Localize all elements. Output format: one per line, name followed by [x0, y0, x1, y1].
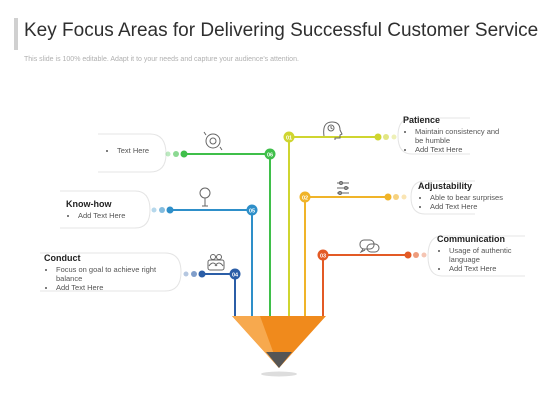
card-patience: Patience Maintain consistency and be hum…: [403, 115, 503, 154]
connector-line-06: [184, 153, 271, 316]
card-conduct: Conduct Focus on goal to achieve right b…: [44, 253, 169, 292]
team-icon: [207, 254, 225, 271]
badge-03: 03: [317, 249, 329, 261]
know-how-title: Know-how: [66, 199, 112, 209]
sliders-icon: [337, 181, 349, 195]
conduct-bullet-2: Add Text Here: [56, 283, 169, 292]
card-outline-adjustability: [410, 180, 475, 215]
patience-title: Patience: [403, 115, 441, 125]
connector-line-05: [170, 209, 253, 316]
adjustability-title: Adjustability: [418, 181, 473, 191]
conduct-title: Conduct: [44, 253, 81, 263]
dots-05: [151, 206, 174, 214]
patience-bullet-2: Add Text Here: [415, 145, 503, 154]
conduct-bullet-1: Focus on goal to achieve right balance: [56, 265, 169, 283]
adjustability-bullet-1: Able to bear surprises: [430, 193, 518, 202]
connector-line-04: [202, 273, 236, 316]
communication-bullet-1: Usage of authentic language: [449, 246, 537, 264]
card-outline-communication: [427, 235, 525, 277]
card-outline-text-here: [98, 133, 167, 173]
badge-03-number: 03: [320, 253, 326, 259]
adjustability-bullet-2: Add Text Here: [430, 202, 518, 211]
badge-01-number: 01: [286, 135, 292, 141]
dots-06: [165, 150, 188, 158]
dots-02: [384, 193, 407, 201]
badge-04-number: 04: [232, 272, 239, 278]
card-outline-conduct: [40, 252, 182, 292]
text-here-bullet-1: Text Here: [117, 146, 165, 155]
badge-02: 02: [299, 191, 311, 203]
head-clock-icon: [323, 121, 343, 140]
card-text-here: Text Here: [105, 146, 165, 155]
gear-cycle-icon: [203, 131, 223, 151]
slide-subtitle: This slide is 100% editable. Adapt it to…: [24, 56, 299, 63]
badge-04: 04: [229, 268, 241, 280]
badge-05: 05: [246, 204, 258, 216]
pencil-graphic: [232, 316, 326, 377]
card-outline-patience: [397, 117, 470, 155]
communication-title: Communication: [437, 234, 506, 244]
title-accent-bar: [14, 18, 18, 50]
connector-line-01: [288, 136, 378, 316]
connector-line-02: [304, 196, 388, 316]
card-adjustability: Adjustability Able to bear surprises Add…: [418, 181, 518, 211]
know-how-bullet-1: Add Text Here: [78, 211, 146, 220]
badge-01: 01: [283, 131, 295, 143]
card-communication: Communication Usage of authentic languag…: [437, 234, 537, 273]
card-outline-know-how: [60, 190, 151, 229]
badge-06-number: 06: [267, 152, 273, 158]
connector-line-03: [322, 254, 408, 316]
pencil-tip: [266, 352, 292, 368]
slide-title: Key Focus Areas for Delivering Successfu…: [24, 20, 539, 41]
badge-02-number: 02: [302, 195, 308, 201]
dots-01: [374, 133, 397, 141]
chat-bubbles-icon: [359, 239, 380, 254]
patience-bullet-1: Maintain consistency and be humble: [415, 127, 503, 145]
dots-03: [404, 251, 427, 259]
badge-06: 06: [264, 148, 276, 160]
dots-04: [183, 270, 206, 278]
communication-bullet-2: Add Text Here: [449, 264, 537, 273]
badge-05-number: 05: [249, 208, 255, 214]
pencil-shade: [232, 316, 279, 368]
pencil-shadow: [261, 371, 297, 377]
card-know-how: Know-how Add Text Here: [66, 199, 146, 220]
lightbulb-icon: [199, 187, 211, 207]
